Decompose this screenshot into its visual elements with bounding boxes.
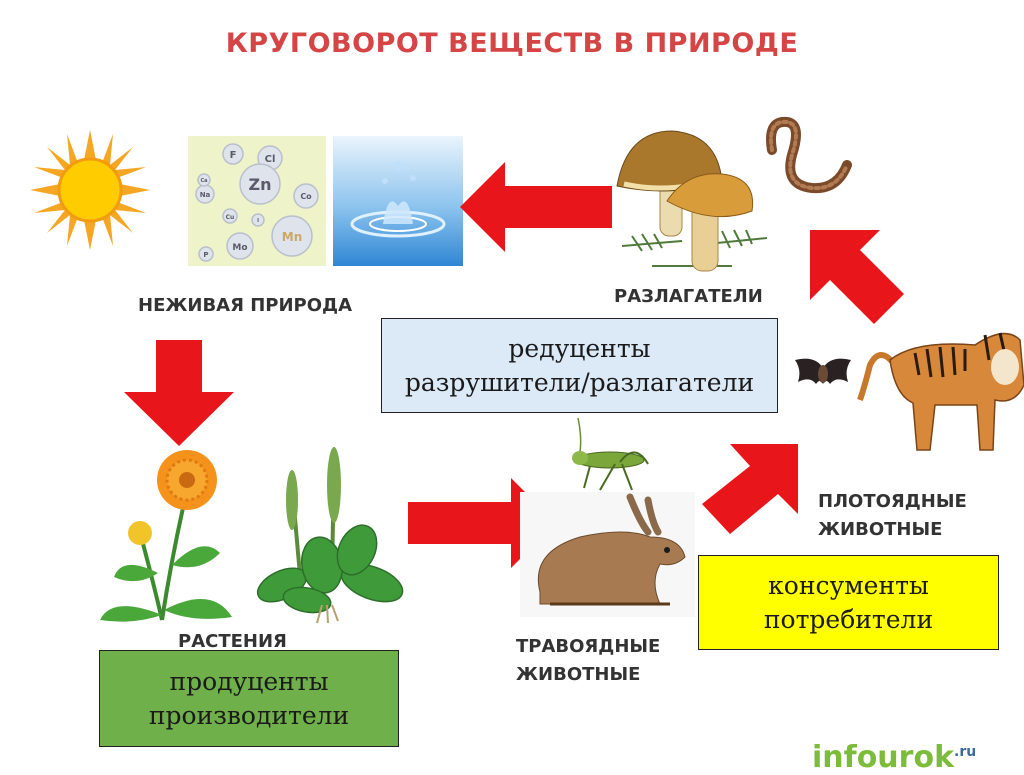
herbivores-label-line1: ТРАВОЯДНЫЕ <box>516 636 661 657</box>
hare-icon <box>520 492 695 617</box>
plantain-icon <box>256 447 404 624</box>
flower-icon <box>100 450 232 622</box>
carnivores-label-line1: ПЛОТОЯДНЫЕ <box>818 491 967 512</box>
reducers-box: редуценты разрушители/разлагатели <box>381 318 778 413</box>
watermark-suffix: .ru <box>954 744 977 760</box>
bat-icon <box>795 358 851 384</box>
decomposers-label: РАЗЛАГАТЕЛИ <box>614 286 763 307</box>
carnivores-label: ПЛОТОЯДНЫЕ ЖИВОТНЫЕ <box>818 488 967 544</box>
element-label: Co <box>300 192 312 201</box>
herbivores-label-line2: ЖИВОТНЫЕ <box>516 664 641 685</box>
element-label: Zn <box>249 175 272 194</box>
earthworm-icon <box>766 116 852 194</box>
reducers-line1: редуценты <box>508 333 651 363</box>
page-title: КРУГОВОРОТ ВЕЩЕСТВ В ПРИРОДЕ <box>225 28 799 59</box>
water-splash-icon <box>333 136 463 266</box>
grasshopper-icon <box>572 417 649 491</box>
producers-line2: производители <box>148 700 350 730</box>
element-label: F <box>230 150 237 161</box>
producers-line1: продуценты <box>169 666 329 696</box>
arrow-up-left-icon <box>810 230 904 324</box>
consumers-line2: потребители <box>763 604 934 634</box>
producers-box: продуценты производители <box>99 650 399 747</box>
watermark-text: infourok <box>812 740 955 775</box>
element-label: Ca <box>200 178 207 184</box>
reducers-line2: разрушители/разлагатели <box>404 367 755 397</box>
arrow-down-icon <box>124 340 234 446</box>
arrow-up-right-icon <box>702 444 798 534</box>
consumers-line1: консументы <box>768 570 929 600</box>
herbivores-label: ТРАВОЯДНЫЕ ЖИВОТНЫЕ <box>516 633 660 689</box>
element-label: Na <box>200 191 211 199</box>
element-label: P <box>203 251 208 259</box>
watermark-logo: infourok.ru <box>812 740 976 775</box>
arrow-right-icon <box>408 478 556 568</box>
nonliving-label: НЕЖИВАЯ ПРИРОДА <box>138 295 353 316</box>
chemical-elements-bubbles: F Cl Zn Na Ca Co Cu Mo Mn P I <box>195 143 319 262</box>
carnivores-label-line2: ЖИВОТНЫЕ <box>818 519 943 540</box>
element-label: I <box>257 218 259 224</box>
tiger-icon <box>857 332 1024 451</box>
plants-label: РАСТЕНИЯ <box>178 631 287 652</box>
element-label: Mo <box>232 243 247 253</box>
mushroom-icon <box>616 130 768 272</box>
sun-icon <box>30 130 150 250</box>
consumers-box: консументы потребители <box>698 555 999 650</box>
element-label: Cu <box>226 214 235 221</box>
element-label: Mn <box>282 230 302 244</box>
arrow-left-icon <box>460 162 612 252</box>
element-label: Cl <box>265 154 276 165</box>
